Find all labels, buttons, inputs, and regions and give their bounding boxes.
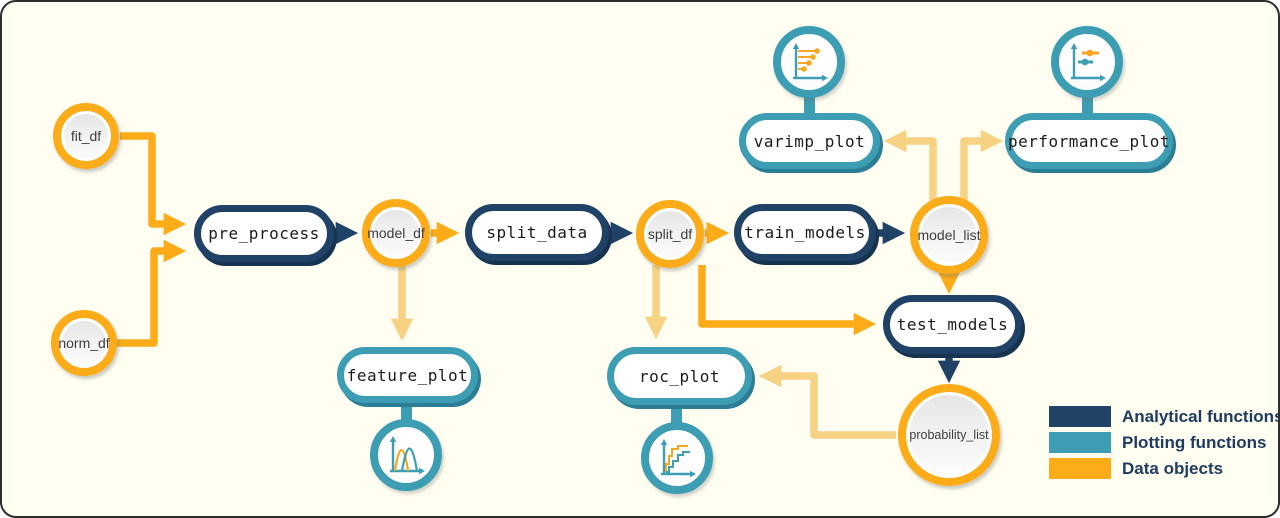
- edge-model-list-to-performance-plot: [960, 129, 1004, 202]
- node-label: norm_df: [58, 335, 110, 351]
- legend-label: Data objects: [1122, 458, 1224, 478]
- node-model-list: model_list: [910, 196, 988, 274]
- node-pre-process: pre_process: [194, 205, 334, 262]
- performance-icon-stem: [1082, 94, 1093, 118]
- node-probability-list: probability_list: [898, 384, 1000, 486]
- density-chart-icon: [370, 419, 442, 491]
- legend-item-data: Data objects: [1049, 458, 1278, 479]
- legend-swatch-analytical: [1049, 406, 1111, 427]
- edge-probability-list-to-roc-plot: [758, 364, 896, 439]
- node-feature-plot: feature_plot: [337, 347, 478, 403]
- node-roc-plot: roc_plot: [607, 347, 752, 405]
- edge-split-df-to-test-models: [698, 265, 877, 336]
- node-model-df: model_df: [362, 199, 430, 267]
- node-label: fit_df: [70, 128, 102, 144]
- node-split-df: split_df: [636, 200, 704, 268]
- node-test-models: test_models: [883, 295, 1022, 354]
- node-label: train_models: [744, 223, 866, 242]
- node-label: model_list: [917, 227, 981, 243]
- node-split-data: split_data: [465, 204, 609, 261]
- varimp-icon-stem: [804, 94, 815, 118]
- lollipop-chart-icon: [773, 26, 845, 98]
- boxplot-chart-glyph: [1070, 43, 1106, 82]
- node-label: split_df: [647, 226, 693, 242]
- node-norm-df: norm_df: [51, 310, 117, 376]
- node-label: roc_plot: [638, 366, 721, 386]
- roc-curve-icon: [641, 422, 713, 494]
- node-train-models: train_models: [734, 204, 876, 261]
- edge-norm-df-to-pre-process: [116, 239, 187, 347]
- legend-item-plotting: Plotting functions: [1049, 432, 1278, 453]
- node-performance-plot: performance_plot: [1005, 113, 1173, 169]
- node-label: test_models: [896, 315, 1009, 334]
- legend-item-analytical: Analytical functions: [1049, 406, 1280, 427]
- node-label: performance_plot: [1007, 131, 1171, 151]
- legend-swatch-data: [1049, 458, 1111, 479]
- node-varimp-plot: varimp_plot: [739, 113, 880, 169]
- roc-curve-glyph: [660, 439, 696, 478]
- lollipop-chart-glyph: [792, 43, 828, 82]
- node-label: pre_process: [208, 224, 320, 243]
- roc-icon-stem: [671, 401, 682, 427]
- legend-label: Analytical functions: [1122, 406, 1280, 426]
- density-chart-glyph: [389, 436, 425, 475]
- node-label: split_data: [486, 223, 588, 242]
- edge-model-list-to-varimp-plot: [883, 129, 937, 202]
- legend: Analytical functions Plotting functions …: [1049, 406, 1280, 479]
- node-label: varimp_plot: [753, 131, 866, 151]
- node-fit-df: fit_df: [53, 103, 119, 169]
- node-label: feature_plot: [346, 365, 469, 385]
- boxplot-chart-icon: [1051, 26, 1123, 98]
- legend-label: Plotting functions: [1122, 432, 1267, 452]
- edge-fit-df-to-pre-process: [120, 132, 187, 236]
- legend-swatch-plotting: [1049, 432, 1111, 453]
- node-label: model_df: [367, 225, 425, 241]
- node-label: probability_list: [909, 428, 989, 442]
- feature-icon-stem: [401, 398, 412, 424]
